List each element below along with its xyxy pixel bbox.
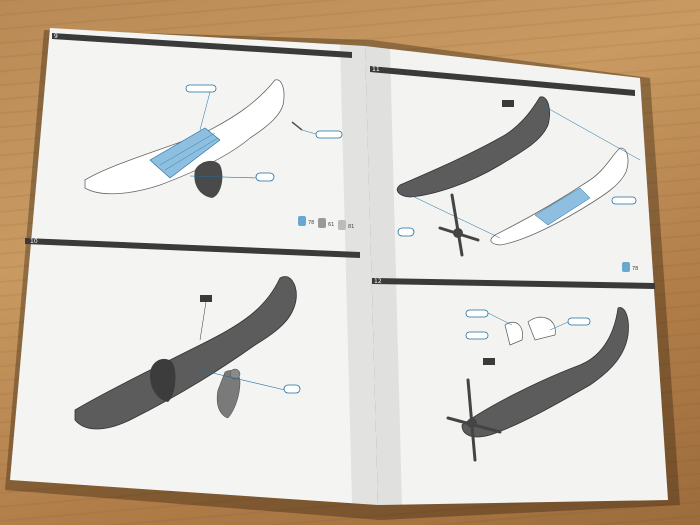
step-11-number: 11: [372, 66, 380, 73]
paint-ref: 78: [308, 220, 314, 226]
fuselage-grey: [74, 276, 297, 430]
paint-pot-icon: [338, 220, 346, 230]
step-11-diagram: [396, 96, 641, 257]
canopy-part: [527, 316, 556, 341]
callout-bubble: [315, 130, 343, 139]
callout-bubble: [465, 309, 489, 318]
fuselage-grey-top: [396, 96, 550, 198]
callout-bubble: [185, 84, 217, 93]
callout-bubble: [283, 384, 301, 394]
callout-bubble: [397, 227, 415, 237]
right-page: [365, 46, 668, 505]
step-12-diagram: [446, 307, 629, 462]
fuselage-grey-final: [461, 307, 629, 438]
cockpit-part: [150, 358, 176, 402]
pilot-seat-part: [194, 160, 223, 198]
pilot-head: [229, 368, 241, 380]
spine-shadow-right: [365, 46, 402, 505]
paint-pot-icon: [622, 262, 630, 272]
callout-bubble: [255, 172, 275, 182]
paint-pot-icon: [318, 218, 326, 228]
spine-shadow-left: [340, 45, 378, 505]
callout-bubble: [611, 196, 637, 205]
step-9-diagram: [84, 79, 343, 198]
propeller-hub: [467, 418, 477, 428]
step-9-number: 9: [54, 33, 58, 40]
left-page: [10, 28, 378, 505]
callout-bubble: [465, 331, 489, 340]
left-page-header-bar: [52, 33, 352, 58]
callout-bubble: [567, 317, 591, 326]
paint-ref: 78: [632, 266, 638, 272]
part-label-box: [502, 100, 514, 107]
tail-part: [291, 121, 303, 131]
step-10-diagram: [74, 276, 301, 430]
canopy-part: [504, 321, 523, 346]
step-12-number: 12: [374, 278, 382, 285]
propeller-hub: [453, 228, 463, 238]
part-label-box: [200, 295, 212, 302]
paint-ref: 61: [328, 222, 334, 228]
paint-ref: 81: [348, 224, 354, 230]
step-10-number: 10: [30, 238, 38, 245]
step-10-header-bar: [25, 238, 360, 258]
cockpit-interior-blue: [534, 187, 591, 226]
right-page-header-bar: [370, 66, 635, 96]
paint-pot-icon: [298, 216, 306, 226]
part-label-box: [483, 358, 495, 365]
fuselage-outline-white: [490, 147, 629, 246]
left-paint-refs: 78 61 81: [298, 216, 354, 230]
step-12-header-bar: [372, 278, 655, 289]
